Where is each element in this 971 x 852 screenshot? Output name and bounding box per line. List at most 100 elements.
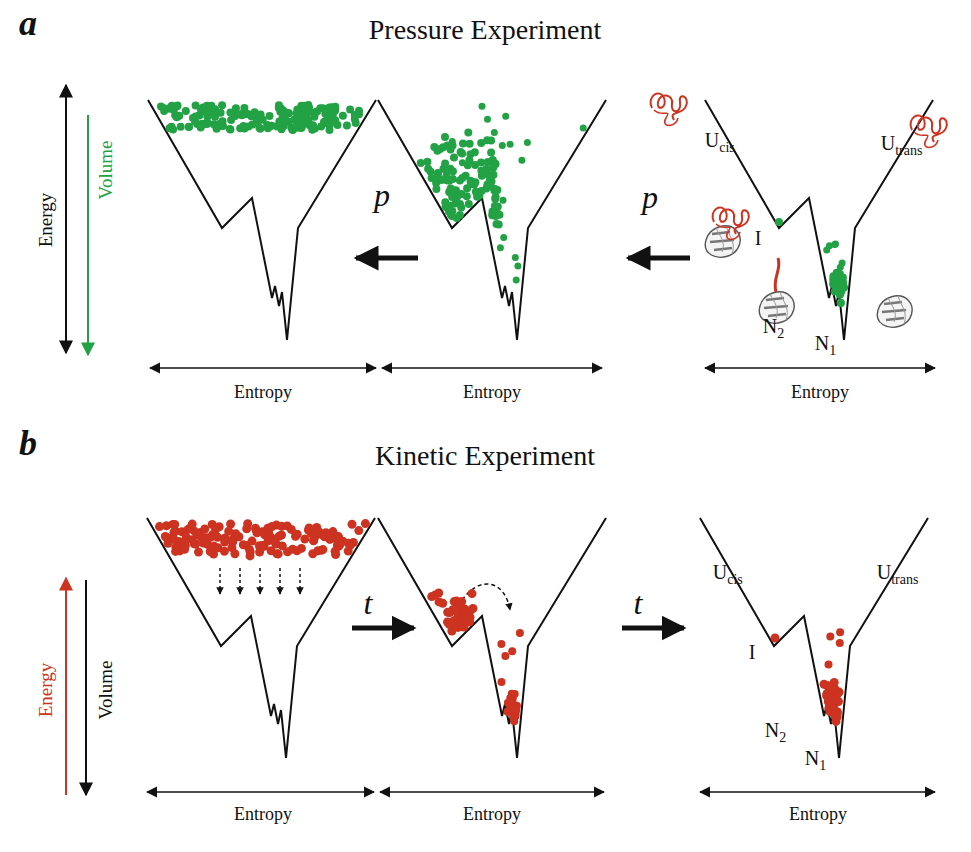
axis-label: Entropy: [234, 383, 292, 403]
molecule-dot: [338, 537, 347, 546]
molecule-dot: [516, 629, 524, 637]
molecule-dot: [479, 169, 487, 177]
molecule-dot: [445, 177, 453, 185]
subscript: cis: [719, 140, 735, 155]
molecule-dot: [198, 120, 206, 128]
molecule-dot: [832, 717, 841, 726]
molecule-dot: [175, 112, 183, 120]
molecule-dot: [169, 535, 178, 544]
axis-label: Entropy: [463, 805, 521, 825]
molecule-dot: [834, 270, 842, 278]
molecule-dot: [771, 634, 780, 643]
molecule-dot: [837, 299, 845, 307]
molecule-dot: [504, 699, 512, 707]
variable-label: p: [374, 178, 390, 213]
subscript: trans: [891, 572, 918, 587]
molecule-dot: [354, 526, 363, 535]
molecule-dot: [226, 126, 234, 134]
molecule-dot: [256, 125, 264, 133]
molecule-dot: [471, 148, 479, 156]
molecule-dot: [218, 101, 226, 109]
molecule-dot: [518, 157, 525, 164]
molecule-dot: [483, 181, 491, 189]
molecule-dot: [508, 647, 516, 655]
state-label: N: [805, 747, 819, 769]
molecule-dot: [512, 254, 519, 261]
molecule-dot: [288, 126, 296, 134]
molecule-dot: [300, 110, 308, 118]
molecule-dot: [192, 102, 200, 110]
axis-label: Entropy: [789, 805, 847, 825]
molecule-dot: [330, 534, 339, 543]
molecule-dot: [475, 192, 483, 200]
molecule-dot: [195, 112, 203, 120]
molecule-dot: [452, 605, 461, 614]
variable-label: t: [364, 586, 373, 621]
molecule-dot: [361, 519, 370, 528]
molecule-dot: [320, 532, 329, 541]
state-label: N: [815, 332, 829, 354]
molecule-dot: [309, 536, 318, 545]
molecule-dot: [434, 169, 442, 177]
molecule-dot: [242, 524, 251, 533]
molecule-dot: [264, 124, 272, 132]
molecule-dot: [448, 212, 456, 220]
molecule-dot: [836, 280, 844, 288]
molecule-dot: [211, 121, 219, 129]
molecule-dot: [300, 535, 309, 544]
molecule-dot: [826, 633, 834, 641]
molecule-dot: [507, 141, 514, 148]
molecule-dot: [328, 103, 336, 111]
state-label: I: [749, 641, 756, 663]
state-label: N: [765, 719, 779, 741]
molecule-dot: [434, 589, 443, 598]
molecule-dot: [279, 114, 287, 122]
molecule-dot: [188, 520, 197, 529]
molecule-dot: [491, 202, 499, 210]
molecule-dot: [487, 149, 495, 157]
molecule-dot: [484, 116, 491, 123]
molecule-dot: [441, 133, 449, 141]
panel-title: Pressure Experiment: [369, 15, 602, 46]
molecule-dot: [836, 628, 844, 636]
molecule-dot: [447, 165, 454, 172]
molecule-dot: [457, 148, 465, 156]
subscript: 1: [819, 758, 826, 773]
molecule-dot: [200, 525, 209, 534]
molecule-dot: [245, 545, 254, 554]
molecule-dot: [169, 126, 177, 134]
molecule-dot: [492, 212, 500, 220]
molecule-dot: [508, 691, 516, 699]
variable-label: t: [634, 586, 643, 621]
molecule-dot: [463, 184, 471, 192]
molecule-dot: [513, 276, 520, 283]
molecule-dot: [273, 123, 281, 131]
molecule-dot: [483, 136, 491, 144]
molecule-dot: [465, 200, 473, 208]
molecule-dot: [211, 525, 220, 534]
state-label: I: [755, 227, 762, 249]
molecule-dot: [438, 176, 446, 184]
axis-label: Entropy: [234, 805, 292, 825]
molecule-dot: [305, 523, 314, 532]
molecule-dot: [252, 528, 261, 537]
panel-letter: a: [19, 4, 37, 44]
molecule-dot: [266, 112, 274, 120]
molecule-dot: [155, 522, 164, 531]
state-label: U: [881, 132, 895, 154]
molecule-dot: [459, 159, 466, 166]
molecule-dot: [219, 122, 227, 130]
molecule-dot: [199, 104, 207, 112]
molecule-dot: [825, 661, 833, 669]
molecule-dot: [775, 218, 783, 226]
molecule-dot: [182, 107, 190, 115]
molecule-dot: [451, 199, 459, 207]
molecule-dot: [206, 547, 215, 556]
molecule-dot: [352, 119, 360, 127]
molecule-dot: [820, 680, 829, 689]
molecule-dot: [508, 690, 516, 698]
molecule-dot: [500, 234, 507, 241]
molecule-dot: [432, 185, 440, 193]
molecule-dot: [253, 116, 261, 124]
molecule-dot: [170, 106, 178, 114]
